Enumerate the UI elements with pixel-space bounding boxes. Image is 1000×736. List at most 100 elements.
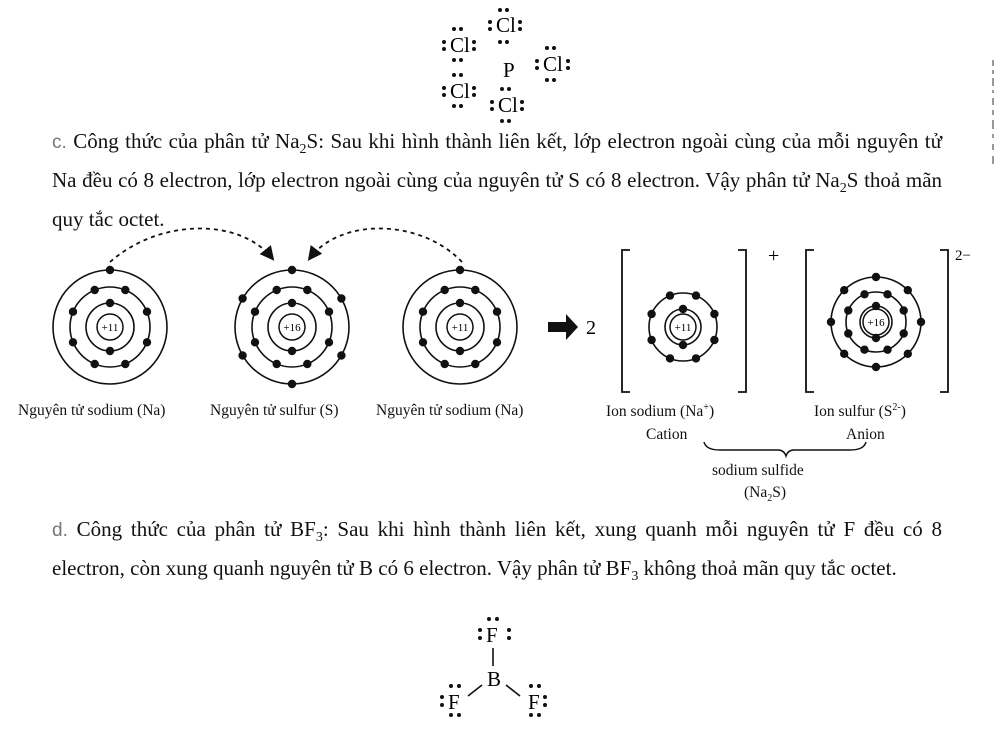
anion-bracket-left (805, 249, 814, 393)
electron (840, 286, 849, 295)
electron (860, 290, 869, 299)
electron (337, 294, 346, 303)
b-atom: B (487, 667, 501, 691)
cation-bracket-left (621, 249, 630, 393)
section-d-label: d. (52, 520, 68, 541)
na2s-formula: Na2S (275, 129, 319, 158)
na2s-formula: Na2S (815, 168, 859, 197)
atom-caption: Nguyên tử sulfur (S) (210, 402, 339, 419)
electron (324, 338, 334, 347)
electron (337, 351, 346, 360)
electron (665, 354, 675, 363)
electron (871, 362, 881, 372)
electron (860, 345, 869, 354)
nucleus (278, 313, 306, 341)
electron (287, 379, 297, 389)
electron (710, 309, 719, 319)
section-d-paragraph: d. Công thức của phân tử BF3: Sau khi hì… (52, 517, 943, 585)
electron (647, 309, 656, 319)
electron (710, 335, 719, 345)
electron (418, 307, 428, 316)
electron (287, 265, 297, 275)
electron (142, 338, 152, 347)
electron (899, 329, 908, 338)
electron (287, 298, 297, 308)
anion-role: Anion (846, 426, 885, 443)
cation-role: Cation (646, 426, 688, 443)
electron (678, 340, 688, 350)
atom-caption: Nguyên tử sodium (Na) (376, 402, 524, 419)
nucleus-charge: +11 (675, 322, 692, 334)
electron (492, 307, 502, 316)
compound-formula: (Na2S) (744, 484, 787, 505)
electron (440, 285, 449, 295)
atom-bohr-model: +16 (234, 265, 350, 389)
cation-bohr-model: +11 (647, 291, 719, 363)
electron (440, 359, 449, 369)
lone-pair-dots (440, 617, 547, 717)
electron (678, 304, 688, 314)
cation-charge: + (768, 245, 779, 267)
electron (68, 338, 78, 347)
electron (238, 294, 247, 303)
electron (826, 317, 836, 327)
electron-shell (648, 292, 718, 362)
electron (90, 359, 99, 369)
electron (272, 359, 281, 369)
electron (471, 285, 480, 295)
electron (871, 333, 881, 343)
nucleus-charge: +11 (102, 322, 119, 334)
electron (455, 346, 465, 356)
bf3-lewis-structure: F B F F (440, 617, 547, 717)
electron (691, 291, 701, 300)
atom-bohr-model: +11 (52, 265, 168, 385)
cl-atom: Cl (496, 13, 516, 37)
nucleus-charge: +11 (452, 322, 469, 334)
electron (899, 306, 908, 315)
electron (238, 351, 247, 360)
bf3-formula: BF3 (605, 556, 639, 585)
electron (90, 285, 99, 295)
electron (105, 346, 115, 356)
f-atom: F (528, 690, 540, 714)
bonds (467, 648, 521, 697)
electron (121, 359, 130, 369)
electron (250, 307, 260, 316)
electron (324, 307, 334, 316)
cl-atom: Cl (498, 93, 518, 117)
electron-shell (251, 286, 333, 368)
nucleus-charge: +16 (867, 317, 885, 329)
electron (272, 285, 281, 295)
f-atom: F (448, 690, 460, 714)
electron (844, 306, 853, 315)
anion-bohr-model: +16 (826, 272, 926, 372)
cl-atom: Cl (450, 79, 470, 103)
electron (250, 338, 260, 347)
electron (903, 349, 912, 358)
nucleus (446, 313, 474, 341)
electron (871, 272, 881, 282)
cl-atom: Cl (450, 33, 470, 57)
electron (691, 354, 701, 363)
electron-shell (69, 286, 151, 368)
electron-shell (419, 286, 501, 368)
electron (455, 298, 465, 308)
section-c-paragraph: c. Công thức của phân tử Na2S: Sau khi h… (52, 129, 943, 232)
lone-pair-dots (442, 8, 570, 123)
electron-shell (845, 291, 907, 353)
electron (142, 307, 152, 316)
electron (883, 345, 892, 354)
coefficient: 2 (586, 317, 596, 339)
bf3-formula: BF3 (290, 517, 323, 546)
na2s-bohr-diagram: +11+16+11+11+16 2 + 2− (52, 227, 971, 393)
cl-atom: Cl (543, 52, 563, 76)
electron (871, 301, 881, 311)
electron (471, 359, 480, 369)
electron (105, 265, 115, 275)
electron (647, 335, 656, 345)
electron (492, 338, 502, 347)
atom-caption: Nguyên tử sodium (Na) (18, 402, 166, 419)
cation-bracket-right (738, 249, 747, 393)
electron (303, 359, 312, 369)
